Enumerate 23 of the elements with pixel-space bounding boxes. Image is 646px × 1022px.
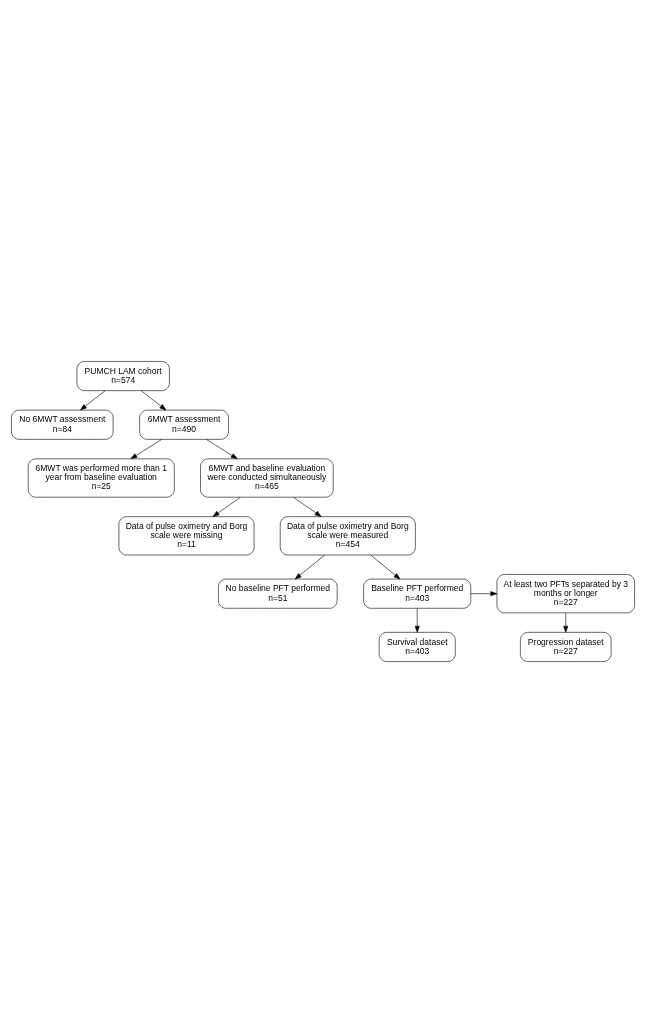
node-box: No baseline PFT performed n=51 — [218, 578, 338, 609]
node-box: At least two PFTs separated by 3 months or longer n=227 — [496, 573, 635, 613]
node-box: Baseline PFT performed n=403 — [363, 578, 472, 609]
arrow — [294, 554, 325, 579]
node-box: 6MWT and baseline evaluation were conducted simultaneously n=465 — [200, 458, 334, 497]
arrow — [370, 554, 401, 579]
node-box: Data of pulse oximetry and Borg scale were measured n=454 — [279, 515, 416, 555]
node-box: 6MWT assessment n=490 — [139, 409, 229, 440]
arrow — [563, 612, 569, 633]
arrow — [414, 607, 420, 633]
arrow — [293, 496, 322, 517]
node-box: Survival dataset n=403 — [378, 631, 456, 662]
arrow — [470, 590, 498, 596]
arrow — [212, 496, 241, 517]
arrow — [140, 389, 167, 410]
node-box: 6MWT was performed more than 1 year from baseline evaluation n=25 — [27, 458, 175, 497]
node-box: Data of pulse oximetry and Borg scale were missing n=11 — [118, 515, 255, 555]
node-box: Progression dataset n=227 — [520, 631, 612, 662]
node-box: No 6MWT assessment n=84 — [11, 409, 114, 440]
arrow — [130, 438, 162, 459]
arrow — [80, 389, 106, 410]
arrow — [206, 438, 238, 459]
node-box: PUMCH LAM cohort n=574 — [76, 360, 170, 391]
